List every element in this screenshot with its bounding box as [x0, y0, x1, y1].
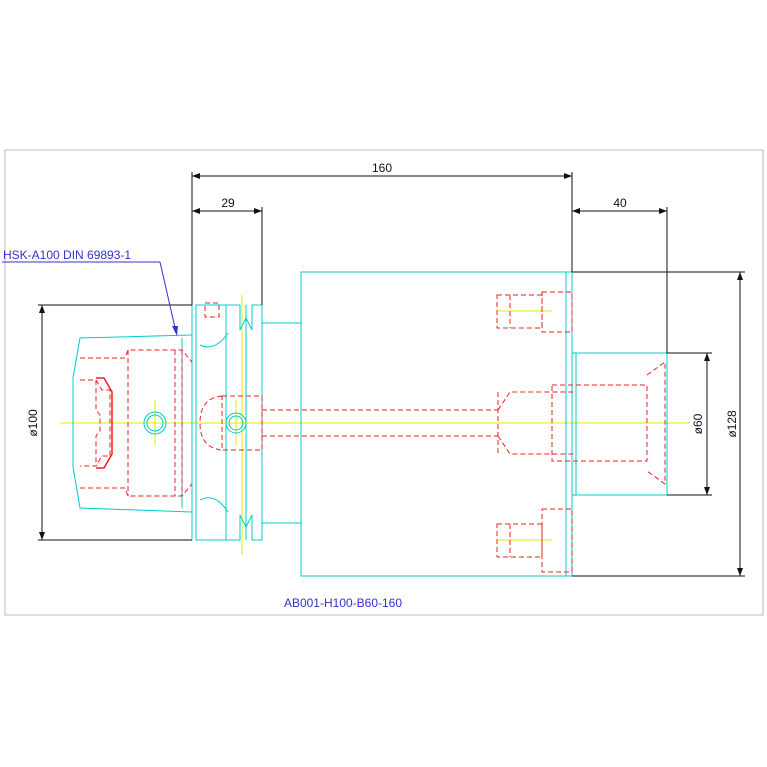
slot-profile	[96, 377, 113, 469]
dimension-lines	[38, 172, 745, 577]
centerlines	[60, 295, 690, 555]
drawing-frame	[4, 149, 764, 616]
dim-body-diameter: ø128	[725, 410, 739, 438]
part-number: AB001-H100-B60-160	[284, 596, 402, 610]
dim-bore-depth: 40	[613, 196, 627, 210]
holder-outline	[72, 271, 668, 577]
dim-shank-diameter: ø100	[26, 409, 40, 437]
dimension-arrows	[39, 173, 743, 576]
callout-arrow	[172, 326, 178, 336]
dim-overall-length: 160	[372, 161, 392, 175]
dim-flange-length: 29	[221, 196, 235, 210]
hidden-features	[80, 291, 666, 573]
callout-leader	[2, 261, 177, 333]
dim-bore-diameter: ø60	[691, 413, 705, 434]
callout-label: HSK-A100 DIN 69893-1	[3, 248, 131, 262]
